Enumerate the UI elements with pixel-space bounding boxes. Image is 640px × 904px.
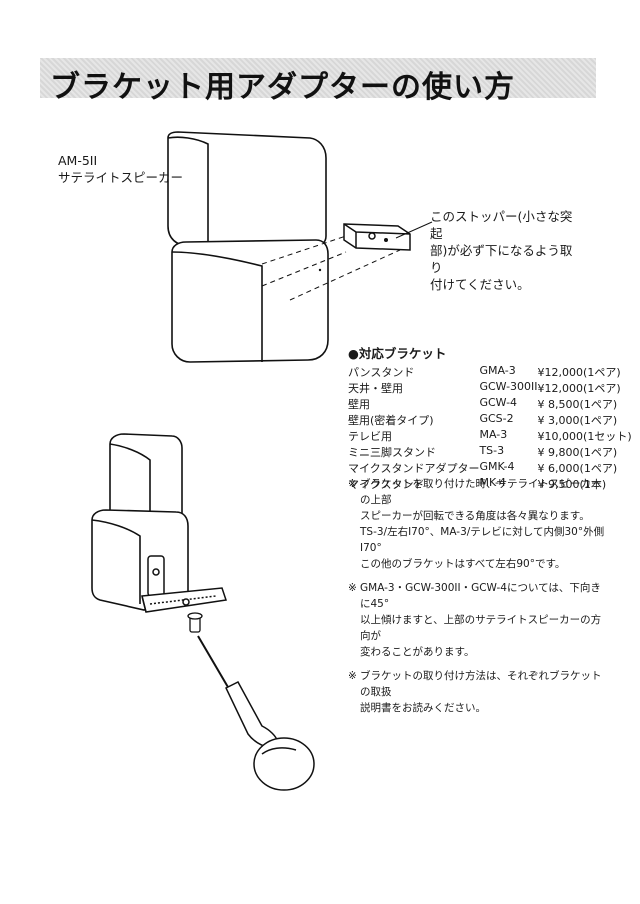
speaker-bottom-illustration: [171, 239, 329, 363]
compatible-brackets-section: ●対応ブラケット パンスタンド GMA-3 ¥12,000(1ペア) 天井・壁用 GCW…: [348, 343, 632, 492]
bracket-row: 壁用 GCW-4 ¥ 8,500(1ペア): [348, 396, 632, 412]
bracket-row: マイクスタンド MK-4 ¥ 9,500(1本): [348, 476, 632, 492]
note-mark: ※: [348, 582, 357, 594]
bracket-price: ¥10,000(1セット): [537, 430, 632, 443]
bracket-model: TS-3: [479, 444, 505, 457]
note-line: 変わることがあります。: [360, 646, 475, 658]
bracket-row: テレビ用 MA-3 ¥10,000(1セット): [348, 428, 632, 444]
bracket-name: パンスタンド: [348, 366, 415, 379]
bracket-price: ¥ 3,000(1ペア): [537, 414, 618, 427]
note-line: TS-3/左右I70°、MA-3/テレビに対して内側30°外側I70°: [360, 526, 605, 554]
assembly-speakers-illustration: [91, 433, 189, 611]
note-line: 以上傾けますと、上部のサテライトスピーカーの方向が: [360, 614, 602, 642]
bracket-model: GCS-2: [479, 412, 514, 425]
bracket-adapter-illustration: [343, 223, 411, 251]
screwdriver-illustration: [197, 635, 315, 791]
bracket-price: ¥12,000(1ペア): [537, 382, 621, 395]
model-label: AM-5II サテライトスピーカー: [58, 152, 183, 186]
stopper-note-line: 付けてください。: [430, 277, 530, 292]
note-mark: ※: [348, 478, 357, 490]
bracket-model: MA-3: [479, 428, 508, 441]
title-bar-background: [40, 58, 596, 98]
bracket-price: ¥ 9,500(1本): [537, 478, 607, 491]
bracket-row: ミニ三脚スタンド TS-3 ¥ 9,800(1ペア): [348, 444, 632, 460]
note-line: ブラケットの取り付け方法は、それぞれブラケットの取扱: [360, 670, 602, 698]
bracket-name: マイクスタンドアダプター: [348, 462, 480, 475]
notes-section: ※ブラケットを取り付けた時、サテライトスピーカーの上部スピーカーが回転できる角度…: [348, 476, 606, 724]
alignment-dashed-lines: [261, 235, 401, 301]
bracket-price: ¥ 8,500(1ペア): [537, 398, 618, 411]
bracket-model: MK-4: [479, 476, 506, 489]
note-line: スピーカーが回転できる角度は各々異なります。: [360, 510, 590, 522]
brackets-table: パンスタンド GMA-3 ¥12,000(1ペア) 天井・壁用 GCW-300II¥12…: [348, 364, 632, 492]
bracket-row: 天井・壁用 GCW-300II¥12,000(1ペア): [348, 380, 632, 396]
note-line: この他のブラケットはすべて左右90°です。: [360, 558, 566, 570]
bracket-name: 壁用: [348, 398, 370, 411]
note-mark: ※: [348, 670, 357, 682]
screw-illustration: [187, 612, 203, 633]
assembly-bracket-illustration: [141, 555, 227, 613]
bracket-price: ¥ 6,000(1ペア): [537, 462, 618, 475]
model-name: AM-5II: [58, 153, 98, 168]
stopper-callout-line: [395, 221, 433, 239]
brackets-heading: ●対応ブラケット: [348, 346, 447, 361]
stopper-note-line: このストッパー(小さな突起: [430, 209, 573, 241]
note-item: ※ブラケットを取り付けた時、サテライトスピーカーの上部スピーカーが回転できる角度…: [348, 476, 606, 572]
note-line: GMA-3・GCW-300II・GCW-4については、下向きに45°: [360, 582, 601, 610]
bracket-model: GCW-4: [479, 396, 518, 409]
note-item: ※GMA-3・GCW-300II・GCW-4については、下向きに45° 以上傾けま…: [348, 580, 606, 660]
bracket-model: GMA-3: [479, 364, 516, 377]
bracket-name: マイクスタンド: [348, 478, 425, 491]
bracket-price: ¥ 9,800(1ペア): [537, 446, 618, 459]
bracket-model: GCW-300II: [479, 380, 538, 393]
speaker-top-illustration: [167, 131, 327, 247]
note-item: ※ブラケットの取り付け方法は、それぞれブラケットの取扱説明書をお読みください。: [348, 668, 606, 716]
bracket-row: パンスタンド GMA-3 ¥12,000(1ペア): [348, 364, 632, 380]
bracket-name: ミニ三脚スタンド: [348, 446, 436, 459]
stopper-note-line: 部)が必ず下になるよう取り: [430, 243, 573, 275]
bracket-name: 壁用(密着タイプ): [348, 414, 434, 427]
bracket-price: ¥12,000(1ペア): [537, 366, 621, 379]
note-line: ブラケットを取り付けた時、サテライトスピーカーの上部: [360, 478, 602, 506]
stopper-note: このストッパー(小さな突起 部)が必ず下になるよう取り 付けてください。: [430, 208, 580, 293]
bracket-model: GMK-4: [479, 460, 515, 473]
bracket-name: テレビ用: [348, 430, 392, 443]
note-line: 説明書をお読みください。: [360, 702, 486, 714]
model-description: サテライトスピーカー: [58, 170, 184, 185]
page-title: ブラケット用アダプターの使い方: [50, 70, 515, 105]
bracket-name: 天井・壁用: [348, 382, 403, 395]
bracket-row: 壁用(密着タイプ) GCS-2 ¥ 3,000(1ペア): [348, 412, 632, 428]
